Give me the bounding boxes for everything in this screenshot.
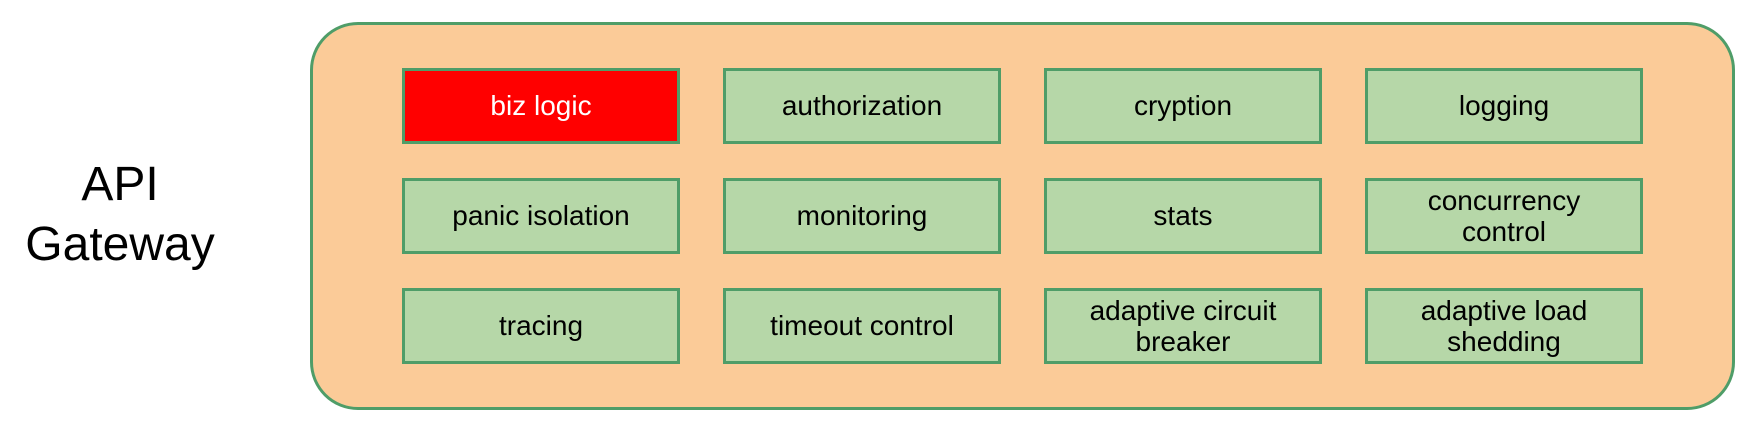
- feature-box: timeout control: [723, 288, 1001, 364]
- api-gateway-label: API Gateway: [25, 158, 215, 271]
- feature-box: logging: [1365, 68, 1643, 144]
- feature-box: concurrency control: [1365, 178, 1643, 254]
- feature-box: monitoring: [723, 178, 1001, 254]
- feature-box: tracing: [402, 288, 680, 364]
- feature-box: adaptive load shedding: [1365, 288, 1643, 364]
- feature-box: stats: [1044, 178, 1322, 254]
- api-gateway-container: biz logic authorization cryption logging…: [310, 22, 1735, 410]
- feature-box: adaptive circuit breaker: [1044, 288, 1322, 364]
- feature-box: cryption: [1044, 68, 1322, 144]
- feature-box: authorization: [723, 68, 1001, 144]
- feature-box: panic isolation: [402, 178, 680, 254]
- feature-grid: biz logic authorization cryption logging…: [402, 68, 1643, 364]
- feature-box: biz logic: [402, 68, 680, 144]
